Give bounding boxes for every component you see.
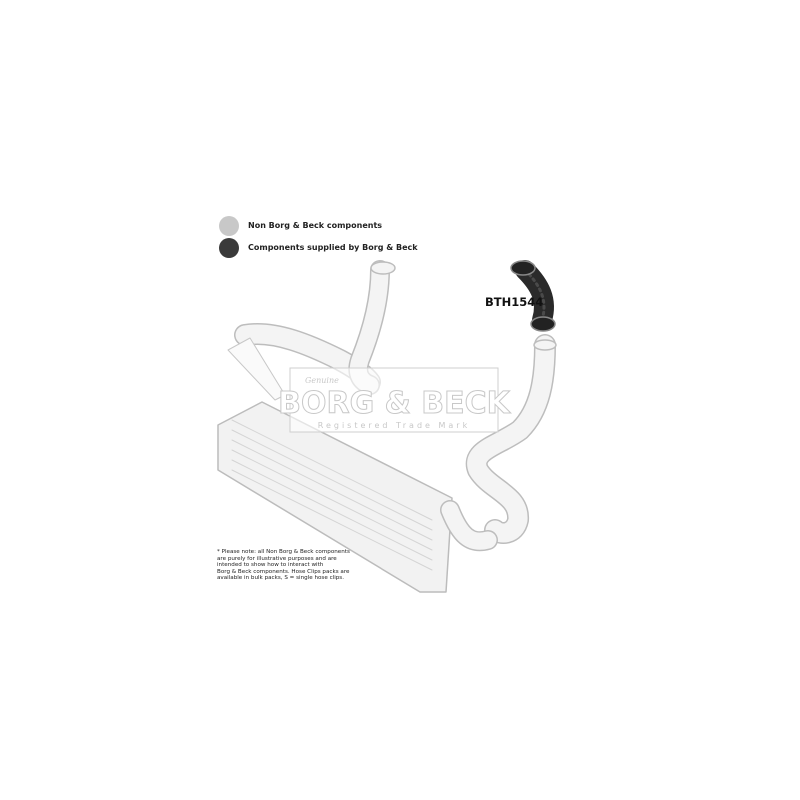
- note-line: * Please note: all Non Borg & Beck compo…: [217, 549, 350, 555]
- note-line: available in bulk packs, S = single hose…: [217, 575, 344, 582]
- watermark-tagline: Registered Trade Mark: [318, 421, 470, 430]
- borg-beck-watermark: Genuine BORG & BECK Registered Trade Mar…: [278, 367, 512, 433]
- bth1544-hose: [510, 260, 556, 332]
- disclaimer-note: * Please note: all Non Borg & Beck compo…: [217, 549, 377, 582]
- legend-label-bb: Components supplied by Borg & Beck: [248, 243, 418, 252]
- part-number-label: BTH1544: [485, 295, 544, 309]
- intercooler: [217, 401, 453, 593]
- downstream-pipe: [440, 334, 557, 552]
- note-line: Borg & Beck components. Hose Clips packs…: [217, 568, 350, 575]
- legend-swatch-non-bb: [219, 216, 239, 236]
- watermark-brand: BORG & BECK: [278, 386, 512, 421]
- legend-swatch-bb: [219, 238, 239, 258]
- note-line: are purely for illustrative purposes and…: [217, 555, 337, 562]
- watermark-script: Genuine: [305, 376, 339, 385]
- note-line: intended to show how to interact with: [217, 562, 324, 569]
- legend-label-non-bb: Non Borg & Beck components: [248, 221, 383, 230]
